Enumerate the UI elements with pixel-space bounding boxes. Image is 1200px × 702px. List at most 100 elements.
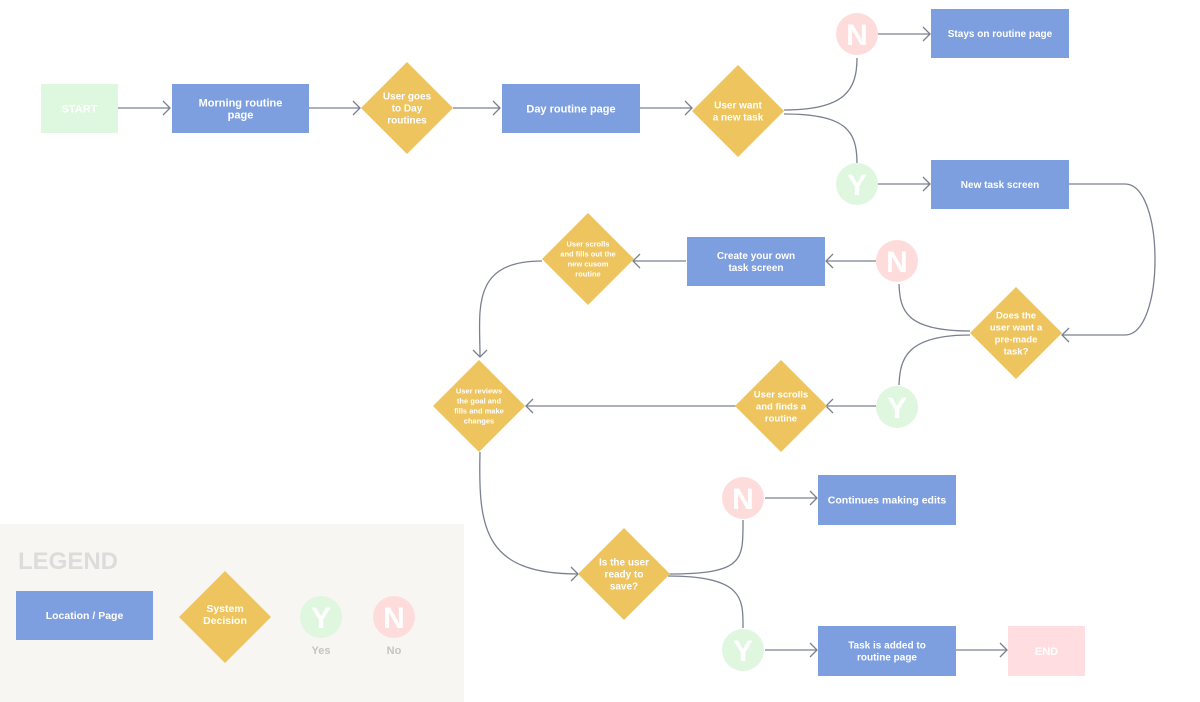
added-label: routine page xyxy=(857,653,917,664)
arrowhead xyxy=(632,253,641,269)
ready-label: ready to xyxy=(605,570,644,581)
connector-day-page-to-want-task xyxy=(640,100,693,116)
new-task-screen-node: New task screen xyxy=(931,160,1069,209)
continues-making-edits-node: Continues making edits xyxy=(818,475,956,525)
review-label: the goal and xyxy=(457,397,502,406)
legend-page-label: Location / Page xyxy=(46,610,124,622)
no-circle-1: N xyxy=(836,13,878,55)
arrowhead xyxy=(922,176,931,192)
arrowhead xyxy=(999,642,1008,658)
no-circle-2: N xyxy=(876,240,918,282)
finds-label: routine xyxy=(765,413,797,424)
connector-review-to-ready xyxy=(479,451,579,582)
arrowhead xyxy=(352,100,361,116)
yes-circle-1: Y xyxy=(836,163,878,205)
goes-day-label: routines xyxy=(387,116,427,127)
end-label: END xyxy=(1035,646,1058,658)
arrowhead xyxy=(809,642,818,658)
create-label: task screen xyxy=(728,263,783,274)
connector-start-to-morning xyxy=(118,100,171,116)
goes-day-label: User goes xyxy=(383,92,432,103)
morning-label: Morning routine xyxy=(199,97,283,109)
arrowhead xyxy=(809,490,818,506)
fill-custom-label: and fills out the xyxy=(560,250,615,259)
connector-n3-to-edits xyxy=(765,490,818,506)
arrowhead xyxy=(472,349,488,358)
stays-label: Stays on routine page xyxy=(948,29,1053,40)
morning-label: page xyxy=(228,109,254,121)
connector-want-task-to-y1 xyxy=(783,113,858,164)
legend-page-swatch: Location / Page xyxy=(16,591,153,640)
arrowhead xyxy=(922,26,931,42)
connector-y3-to-added xyxy=(765,642,818,658)
connector-premade-to-n2 xyxy=(898,283,971,332)
new-task-label: New task screen xyxy=(961,180,1039,191)
premade-label: Does the xyxy=(996,310,1036,321)
legend-yes-letter: Y xyxy=(311,602,331,635)
connector-n2-to-create xyxy=(825,253,876,269)
connector-added-to-end xyxy=(956,642,1008,658)
start-label: START xyxy=(62,103,98,115)
legend-decision-label: System xyxy=(206,603,243,615)
day-routine-page-node: Day routine page xyxy=(502,84,640,133)
end-node: END xyxy=(1008,626,1085,676)
ready-label: Is the user xyxy=(599,558,649,569)
legend-decision-label: Decision xyxy=(203,615,247,627)
legend-no-caption: No xyxy=(387,645,402,657)
connector-fill-custom-to-review xyxy=(472,260,543,358)
no-circle-3-letter: N xyxy=(732,483,754,516)
arrowhead xyxy=(1061,327,1070,343)
connector-y1-to-new-task xyxy=(878,176,931,192)
connector-goes-day-to-day-page xyxy=(453,100,501,116)
fill-custom-label: routine xyxy=(575,270,600,279)
start-node: START xyxy=(41,84,118,133)
added-label: Task is added to xyxy=(848,641,926,652)
connector-premade-to-y2 xyxy=(898,334,971,386)
connector-new-task-to-premade xyxy=(1061,183,1156,343)
connector-layer xyxy=(118,26,1156,658)
want-task-label: User want xyxy=(714,101,762,112)
want-task-label: a new task xyxy=(713,113,764,124)
finds-label: and finds a xyxy=(756,401,807,412)
arrowhead xyxy=(825,253,834,269)
yes-circle-1-letter: Y xyxy=(847,169,867,202)
fill-custom-label: new cusom xyxy=(568,260,609,269)
arrowhead xyxy=(684,100,693,116)
connector-want-task-to-n1 xyxy=(783,57,858,111)
connector-morning-to-goes-day xyxy=(309,100,361,116)
connector-n1-to-stays xyxy=(878,26,931,42)
legend-yes-swatch: Y xyxy=(300,596,342,638)
edits-label: Continues making edits xyxy=(828,495,947,507)
legend-title: LEGEND xyxy=(18,548,118,575)
connector-ready-to-y3 xyxy=(667,575,744,629)
finds-label: User scrolls xyxy=(754,389,808,400)
day-page-label: Day routine page xyxy=(526,103,615,115)
no-circle-1-letter: N xyxy=(846,19,868,52)
review-label: fills and make xyxy=(454,407,504,416)
premade-label: user want a xyxy=(990,322,1043,333)
yes-circle-2: Y xyxy=(876,386,918,428)
review-label: changes xyxy=(464,417,494,426)
connector-ready-to-n3 xyxy=(667,519,744,575)
yes-circle-3: Y xyxy=(722,629,764,671)
arrowhead xyxy=(492,100,501,116)
yes-circle-2-letter: Y xyxy=(887,392,907,425)
yes-circle-3-letter: Y xyxy=(733,635,753,668)
goes-day-label: to Day xyxy=(392,104,423,115)
legend-no-swatch: N xyxy=(373,596,415,638)
legend-yes-caption: Yes xyxy=(312,645,331,657)
arrowhead xyxy=(525,398,534,414)
